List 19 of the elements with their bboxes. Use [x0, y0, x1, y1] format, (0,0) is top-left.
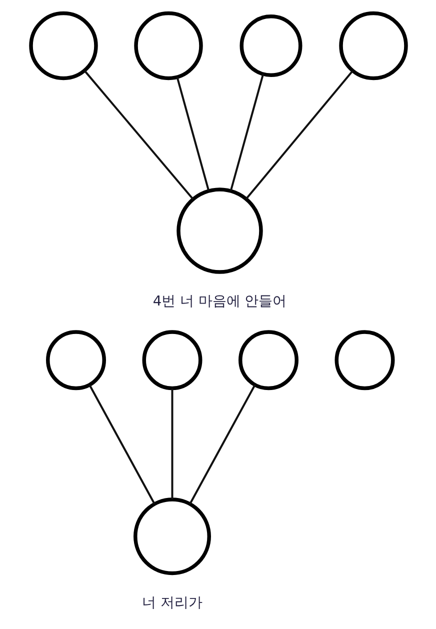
node-circle [46, 330, 106, 390]
node-circle [334, 330, 394, 390]
node-circle [176, 188, 262, 274]
node-circle [28, 11, 98, 80]
node-circle [239, 14, 302, 77]
node-circle [338, 11, 408, 80]
connector [188, 384, 256, 504]
connector [244, 70, 353, 200]
connector [229, 74, 264, 192]
label: 4번 너 마음에 안들어 [152, 294, 286, 310]
connector [176, 76, 210, 192]
connector [170, 388, 173, 500]
node-circle [142, 330, 202, 390]
label: 너 저리가 [142, 594, 202, 611]
node-circle [133, 498, 210, 576]
node-circle [238, 330, 298, 390]
connector [88, 384, 155, 504]
connector [83, 70, 194, 200]
node-circle [134, 11, 202, 80]
